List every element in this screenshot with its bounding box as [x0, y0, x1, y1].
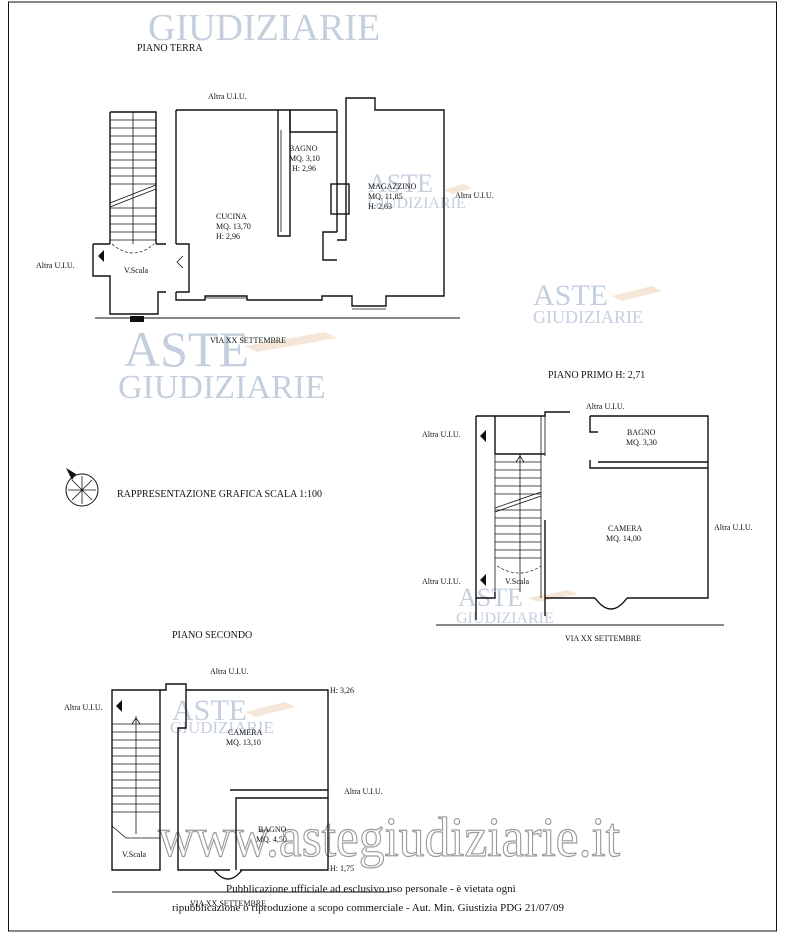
second-camera-area: MQ. 13,10: [226, 738, 261, 747]
ground-neighbor-top: Altra U.I.U.: [208, 92, 247, 101]
first-neighbor-left-bottom: Altra U.I.U.: [422, 577, 461, 586]
watermark-logo-ground: ASTE GIUDIZIARIE: [368, 169, 472, 212]
first-floor-plan: V.Scala BAGNO MQ. 3,30 CAMERA MQ. 14,00: [436, 411, 724, 626]
first-floor-title: PIANO PRIMO H: 2,71: [548, 370, 645, 381]
second-floor-title: PIANO SECONDO: [172, 630, 252, 641]
watermark-brand-line1: ASTE: [124, 321, 249, 377]
watermark-logo-right: ASTE GIUDIZIARIE: [533, 279, 662, 327]
second-bagno-name: BAGNO: [258, 825, 287, 834]
first-camera-name: CAMERA: [608, 524, 642, 533]
compass-rose-icon: [65, 468, 99, 507]
ground-bagno-name: BAGNO: [289, 144, 318, 153]
ground-cucina-name: CUCINA: [216, 212, 247, 221]
watermark-brand-line1: ASTE: [368, 169, 433, 198]
ground-magazzino-area: MQ. 11,85: [368, 192, 403, 201]
first-neighbor-left-top: Altra U.I.U.: [422, 430, 461, 439]
ground-stair-label: V.Scala: [124, 266, 149, 275]
second-height-camera: H: 3,26: [330, 686, 354, 695]
ground-street-label: VIA XX SETTEMBRE: [210, 336, 286, 345]
first-camera-area: MQ. 14,00: [606, 534, 641, 543]
second-stair-label: V.Scala: [122, 850, 147, 859]
first-neighbor-top: Altra U.I.U.: [586, 402, 625, 411]
second-floor-plan: V.Scala CAMERA MQ. 13,10 BAGNO MQ. 4,50: [111, 683, 390, 893]
second-neighbor-left: Altra U.I.U.: [64, 703, 103, 712]
first-bagno-area: MQ. 3,30: [626, 438, 657, 447]
watermark-brand-line2: GIUDIZIARIE: [170, 718, 274, 737]
ground-floor-plan: V.Scala CUCINA MQ. 13,70 H: 2,96 BAGNO M…: [92, 97, 460, 322]
notice-line1: Pubblicazione ufficiale ad esclusivo uso…: [226, 883, 516, 895]
ground-magazzino-name: MAGAZZINO: [368, 182, 417, 191]
second-street-label: VIA XX SETTEMBRE: [190, 899, 266, 908]
ground-neighbor-right: Altra U.I.U.: [455, 191, 494, 200]
watermark-logo-second: ASTE GIUDIZIARIE: [170, 694, 295, 737]
second-bagno-area: MQ. 4,50: [256, 835, 287, 844]
first-bagno-name: BAGNO: [627, 428, 656, 437]
watermark-brand-line2: GIUDIZIARIE: [533, 307, 643, 327]
ground-cucina-height: H: 2,96: [216, 232, 240, 241]
ground-neighbor-left: Altra U.I.U.: [36, 261, 75, 270]
watermark-logo-top: GIUDIZIARIE: [148, 7, 380, 49]
ground-magazzino-height: H: 2,63: [368, 202, 392, 211]
scale-label: RAPPRESENTAZIONE GRAFICA SCALA 1:100: [117, 489, 322, 500]
notice-line2: ripubblicazione o riproduzione a scopo c…: [172, 902, 564, 914]
second-neighbor-top: Altra U.I.U.: [210, 667, 249, 676]
watermark-brand-line2: GIUDIZIARIE: [118, 369, 326, 406]
first-stair-label: V.Scala: [505, 577, 530, 586]
ground-bagno-height: H: 2,96: [292, 164, 316, 173]
first-neighbor-right: Altra U.I.U.: [714, 523, 753, 532]
watermark-logo-large: ASTE GIUDIZIARIE: [118, 321, 337, 406]
second-neighbor-right: Altra U.I.U.: [344, 787, 383, 796]
watermark-brand-line1: ASTE: [533, 279, 608, 312]
watermark-brand-line2: GIUDIZIARIE: [368, 195, 466, 212]
watermark-site-url: www.astegiudiziarie.it: [158, 807, 620, 869]
ground-cucina-area: MQ. 13,70: [216, 222, 251, 231]
first-street-label: VIA XX SETTEMBRE: [565, 634, 641, 643]
second-height-bagno: H: 1,75: [330, 864, 354, 873]
watermark-brand-line2: GIUDIZIARIE: [148, 7, 380, 49]
ground-floor-title: PIANO TERRA: [137, 43, 203, 54]
page-frame: [8, 1, 777, 932]
watermark-brand-line1: ASTE: [172, 694, 247, 727]
second-camera-name: CAMERA: [228, 728, 262, 737]
watermark-logo-first: ASTE GIUDIZIARIE: [456, 583, 578, 627]
watermark-brand-line2: GIUDIZIARIE: [456, 610, 554, 627]
ground-bagno-area: MQ. 3,10: [289, 154, 320, 163]
